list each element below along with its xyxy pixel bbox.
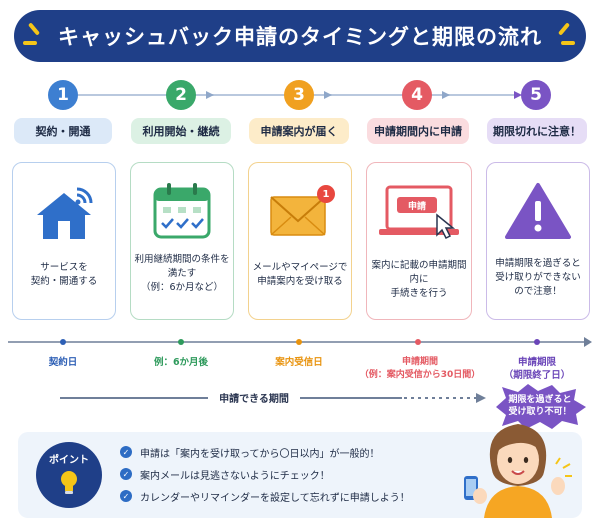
apply-period-label: 申請できる期間 [219,394,289,405]
step-number-4: 4 [402,80,432,110]
step-label-3: 申請案内が届く [249,118,349,144]
timeline-label-notice: 案内受信日 [275,357,323,368]
check-icon: ✓ [120,468,132,480]
laptop-apply-icon [379,185,459,240]
timeline-dot [296,339,302,345]
list-item: ✓ カレンダーやリマインダーを設定して忘れずに申請しよう！ [120,487,460,505]
deadline-burst-shape [496,384,586,429]
step-number-3: 3 [284,80,314,110]
step-text-5: 申請期限を過ぎると 受け取りができない ので注意！ [495,258,581,297]
check-icon: ✓ [120,446,132,458]
notification-badge: 1 [317,185,335,203]
apply-button: 申請 [397,197,437,213]
timeline-label-6months: 例：6か月後 [153,357,209,368]
step-card-5: 申請期限を過ぎると 受け取りができない ので注意！ [486,162,590,320]
step-card-3: 1 メールやマイページで 申請案内を受け取る [248,162,352,320]
timeline-label-contract: 契約日 [48,357,78,368]
warning-icon [505,183,571,239]
step-card-2: 利用継続期間の条件を 満たす （例：6か月など） [130,162,234,320]
page-title: キャッシュバック申請のタイミングと期限の流れ [58,25,542,49]
title-banner: キャッシュバック申請のタイミングと期限の流れ [14,10,586,62]
timeline-dot [534,339,540,345]
check-icon: ✓ [120,490,132,502]
timeline-dot [178,339,184,345]
point-box [18,432,582,518]
step-card-1: サービスを 契約・開通する [12,162,116,320]
point-list: ✓ 申請は「案内を受け取ってから〇日以内」が一般的！ ✓ 案内メールは見逃さない… [120,443,460,505]
step-text-3: メールやマイページで 申請案内を受け取る [252,262,348,287]
point-badge: ポイント [36,442,102,508]
timeline-label-period: 申請期間 （例：案内受信から30日間） [359,357,481,380]
calendar-icon [153,183,211,239]
point-title: ポイント [49,455,89,466]
step-label-4: 申請期間内に申請 [367,118,469,144]
step-text-4: 案内に記載の申請期間内に 手続きを行う [371,260,467,299]
step-label-5: 期限切れに注意！ [487,118,587,144]
step-number-1: 1 [48,80,78,110]
deadline-note: 期限を過ぎると 受け取り不可！ [508,395,572,417]
timeline-dot [60,339,66,345]
list-item: ✓ 申請は「案内を受け取ってから〇日以内」が一般的！ [120,443,460,461]
list-item: ✓ 案内メールは見逃さないようにチェック！ [120,465,460,483]
step-number-5: 5 [521,80,551,110]
sparkle-icon [23,41,37,45]
mail-icon [270,196,326,236]
sparkle-icon [561,41,575,45]
step-number-2: 2 [166,80,196,110]
timeline-dot [415,339,421,345]
step-text-2: 利用継続期間の条件を 満たす （例：6か月など） [134,254,230,293]
step-text-1: サービスを 契約・開通する [30,262,98,287]
step-card-4: 申請 案内に記載の申請期間内に 手続きを行う [366,162,472,320]
apply-period-arrow [60,393,486,403]
step-label-1: 契約・開通 [14,118,112,144]
woman-with-phone-illustration [464,424,572,518]
lightbulb-icon [61,471,77,494]
timeline-label-deadline: 申請期限 （期限終了日） [503,357,571,381]
house-wifi-icon [37,187,93,239]
step-label-2: 利用開始・継続 [131,118,231,144]
